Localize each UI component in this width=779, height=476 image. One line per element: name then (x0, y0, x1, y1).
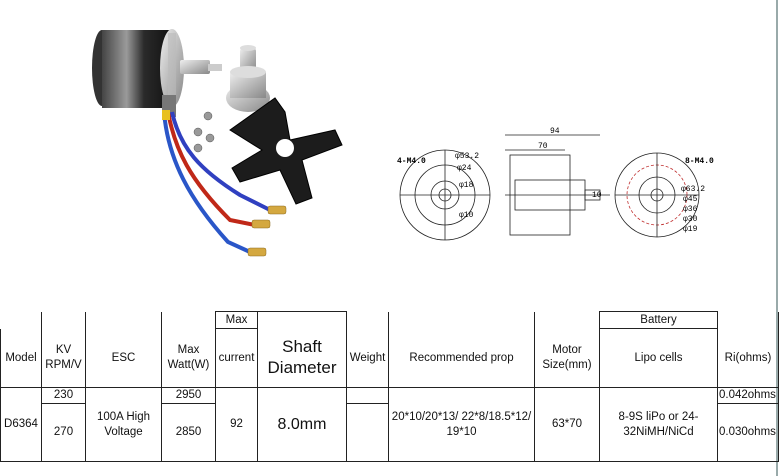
esc-cell: 100A High Voltage (85, 387, 162, 462)
model-header: Model (0, 328, 42, 388)
screws (193, 111, 215, 153)
x-mount-plate (229, 97, 343, 205)
esc-header: ESC (85, 328, 162, 388)
motor-size-cell: 63*70 (534, 387, 600, 462)
current-header: current (215, 328, 258, 388)
kv-cell-1: 230 (41, 387, 86, 404)
side-view (505, 134, 610, 236)
dim-70: 70 (538, 142, 548, 151)
motor-body (92, 29, 222, 117)
left-holes-label: 4-M4.0 (397, 157, 426, 166)
ri-cell-2: 0.030ohms (717, 403, 779, 462)
spec-table: Max Battery Model KV RPM/V ESC Max Watt(… (0, 311, 779, 462)
dim-94: 94 (550, 127, 560, 136)
right-diam-4: φ30 (683, 215, 698, 224)
motor-dimension-drawing: 4-M4.0 φ53.2 φ24 φ18 φ10 94 70 10 8-M4.0… (395, 125, 740, 245)
right-border-rule (776, 0, 778, 476)
weight-cell (346, 387, 389, 404)
kv-cell-2: 270 (41, 403, 86, 462)
watt-cell-1: 2950 (161, 387, 216, 404)
right-diam-2: φ45 (683, 195, 698, 204)
kv-header: KV RPM/V (41, 328, 86, 388)
right-diam-3: φ36 (683, 205, 698, 214)
motor-wires (162, 110, 271, 254)
gold-connectors (247, 205, 287, 257)
left-diam-4: φ10 (459, 211, 474, 220)
left-end-view (399, 149, 491, 241)
weight-header: Weight (346, 328, 389, 388)
ri-cell-1: 0.042ohms (717, 387, 779, 404)
motor-product-photo (80, 20, 360, 270)
battery-header: Battery (599, 311, 718, 329)
max-header: Max (215, 311, 258, 329)
left-diam-2: φ24 (457, 164, 472, 173)
right-diam-1: φ63.2 (681, 185, 705, 194)
dim-10: 10 (592, 191, 602, 200)
shaft-diameter-header: Shaft Diameter (257, 328, 347, 388)
current-cell: 92 (215, 387, 258, 462)
ri-header: Ri(ohms) (717, 328, 779, 388)
max-watt-header: Max Watt(W) (161, 328, 216, 388)
right-diam-5: φ19 (683, 225, 698, 234)
shaft-diameter-cell: 8.0mm (257, 387, 347, 462)
model-cell: D6364 (0, 387, 42, 462)
left-diam-3: φ18 (459, 181, 474, 190)
recommended-prop-header: Recommended prop (388, 328, 535, 388)
right-end-view (614, 152, 700, 238)
recommended-prop-cell: 20*10/20*13/ 22*8/18.5*12/ 19*10 (388, 387, 535, 462)
weight-cell-2 (346, 403, 389, 462)
battery-cell: 8-9S liPo or 24-32NiMH/NiCd (599, 387, 718, 462)
motor-size-header: Motor Size(mm) (534, 328, 600, 388)
prop-adapter (226, 45, 270, 112)
watt-cell-2: 2850 (161, 403, 216, 462)
lipo-cells-header: Lipo cells (599, 328, 718, 388)
right-holes-label: 8-M4.0 (685, 157, 714, 166)
left-diam-1: φ53.2 (455, 152, 479, 161)
